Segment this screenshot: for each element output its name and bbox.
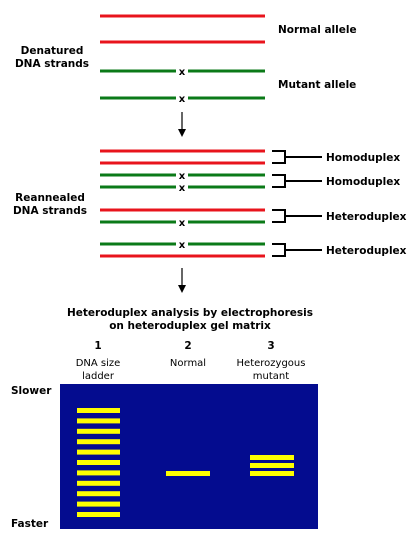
denatured-section: x x Denatured DNA strands Normal allele …: [15, 14, 357, 105]
reannealed-label-line1: Reannealed: [15, 192, 85, 204]
reannealed-label-line2: DNA strands: [13, 205, 87, 217]
mutation-mark: x: [179, 67, 186, 78]
mutation-mark-bg: [176, 91, 188, 104]
mutant-allele-label: Mutant allele: [278, 79, 356, 91]
duplex-label: Homoduplex: [326, 176, 400, 188]
down-arrow: [178, 268, 186, 293]
lane-label: Heterozygous: [237, 358, 306, 369]
mutation-mark: x: [179, 94, 186, 105]
duplex-bracket: [272, 243, 322, 257]
gel-band: [77, 460, 120, 465]
denatured-label-line1: Denatured: [21, 45, 84, 57]
mutation-mark: x: [179, 240, 186, 251]
gel-title-line2: on heteroduplex gel matrix: [109, 320, 271, 332]
duplex-label: Homoduplex: [326, 152, 400, 164]
duplex-bracket: [272, 174, 322, 188]
lane-number: 3: [267, 340, 274, 352]
gel-band: [77, 449, 120, 455]
lane-label: DNA size: [76, 358, 121, 369]
duplex-label: Heteroduplex: [326, 245, 407, 257]
gel-band: [250, 455, 294, 460]
duplex: x x Homoduplex: [100, 169, 400, 194]
gel-band: [77, 491, 120, 497]
down-arrow: [178, 112, 186, 137]
gel-section: Heteroduplex analysis by electrophoresis…: [11, 307, 318, 530]
gel-band: [250, 463, 294, 468]
slower-label: Slower: [11, 385, 52, 397]
gel-band: [77, 512, 120, 517]
ladder-bands: [77, 408, 120, 517]
gel-band: [77, 408, 120, 413]
gel-band: [77, 480, 120, 486]
duplex-bracket: [272, 209, 322, 223]
lane-label: ladder: [82, 371, 115, 382]
mutation-mark: x: [179, 171, 186, 182]
mutation-mark: x: [179, 183, 186, 194]
lane-number: 1: [94, 340, 101, 352]
gel-band: [250, 471, 294, 476]
gel-band: [77, 470, 120, 476]
normal-allele-label: Normal allele: [278, 24, 357, 36]
mutant-bands: [250, 455, 294, 476]
duplex: x Heteroduplex: [100, 208, 407, 229]
gel-band: [77, 428, 120, 434]
gel-band: [166, 471, 210, 476]
mutation-mark: x: [179, 218, 186, 229]
duplex: Homoduplex: [100, 149, 400, 165]
normal-bands: [166, 471, 210, 476]
lane-label: Normal: [170, 358, 206, 369]
gel-band: [77, 439, 120, 445]
reannealed-section: Reannealed DNA strands Homoduplex x x Ho…: [13, 149, 407, 258]
gel-band: [77, 418, 120, 424]
faster-label: Faster: [11, 518, 49, 530]
duplex: x Heteroduplex: [100, 238, 407, 258]
duplex-bracket: [272, 150, 322, 164]
mutation-mark-bg: [176, 64, 188, 77]
gel-title-line1: Heteroduplex analysis by electrophoresis: [67, 307, 313, 319]
gel-band: [77, 501, 120, 507]
lane-number: 2: [184, 340, 191, 352]
duplex-label: Heteroduplex: [326, 211, 407, 223]
denatured-label-line2: DNA strands: [15, 58, 89, 70]
lane-label: mutant: [253, 371, 289, 382]
